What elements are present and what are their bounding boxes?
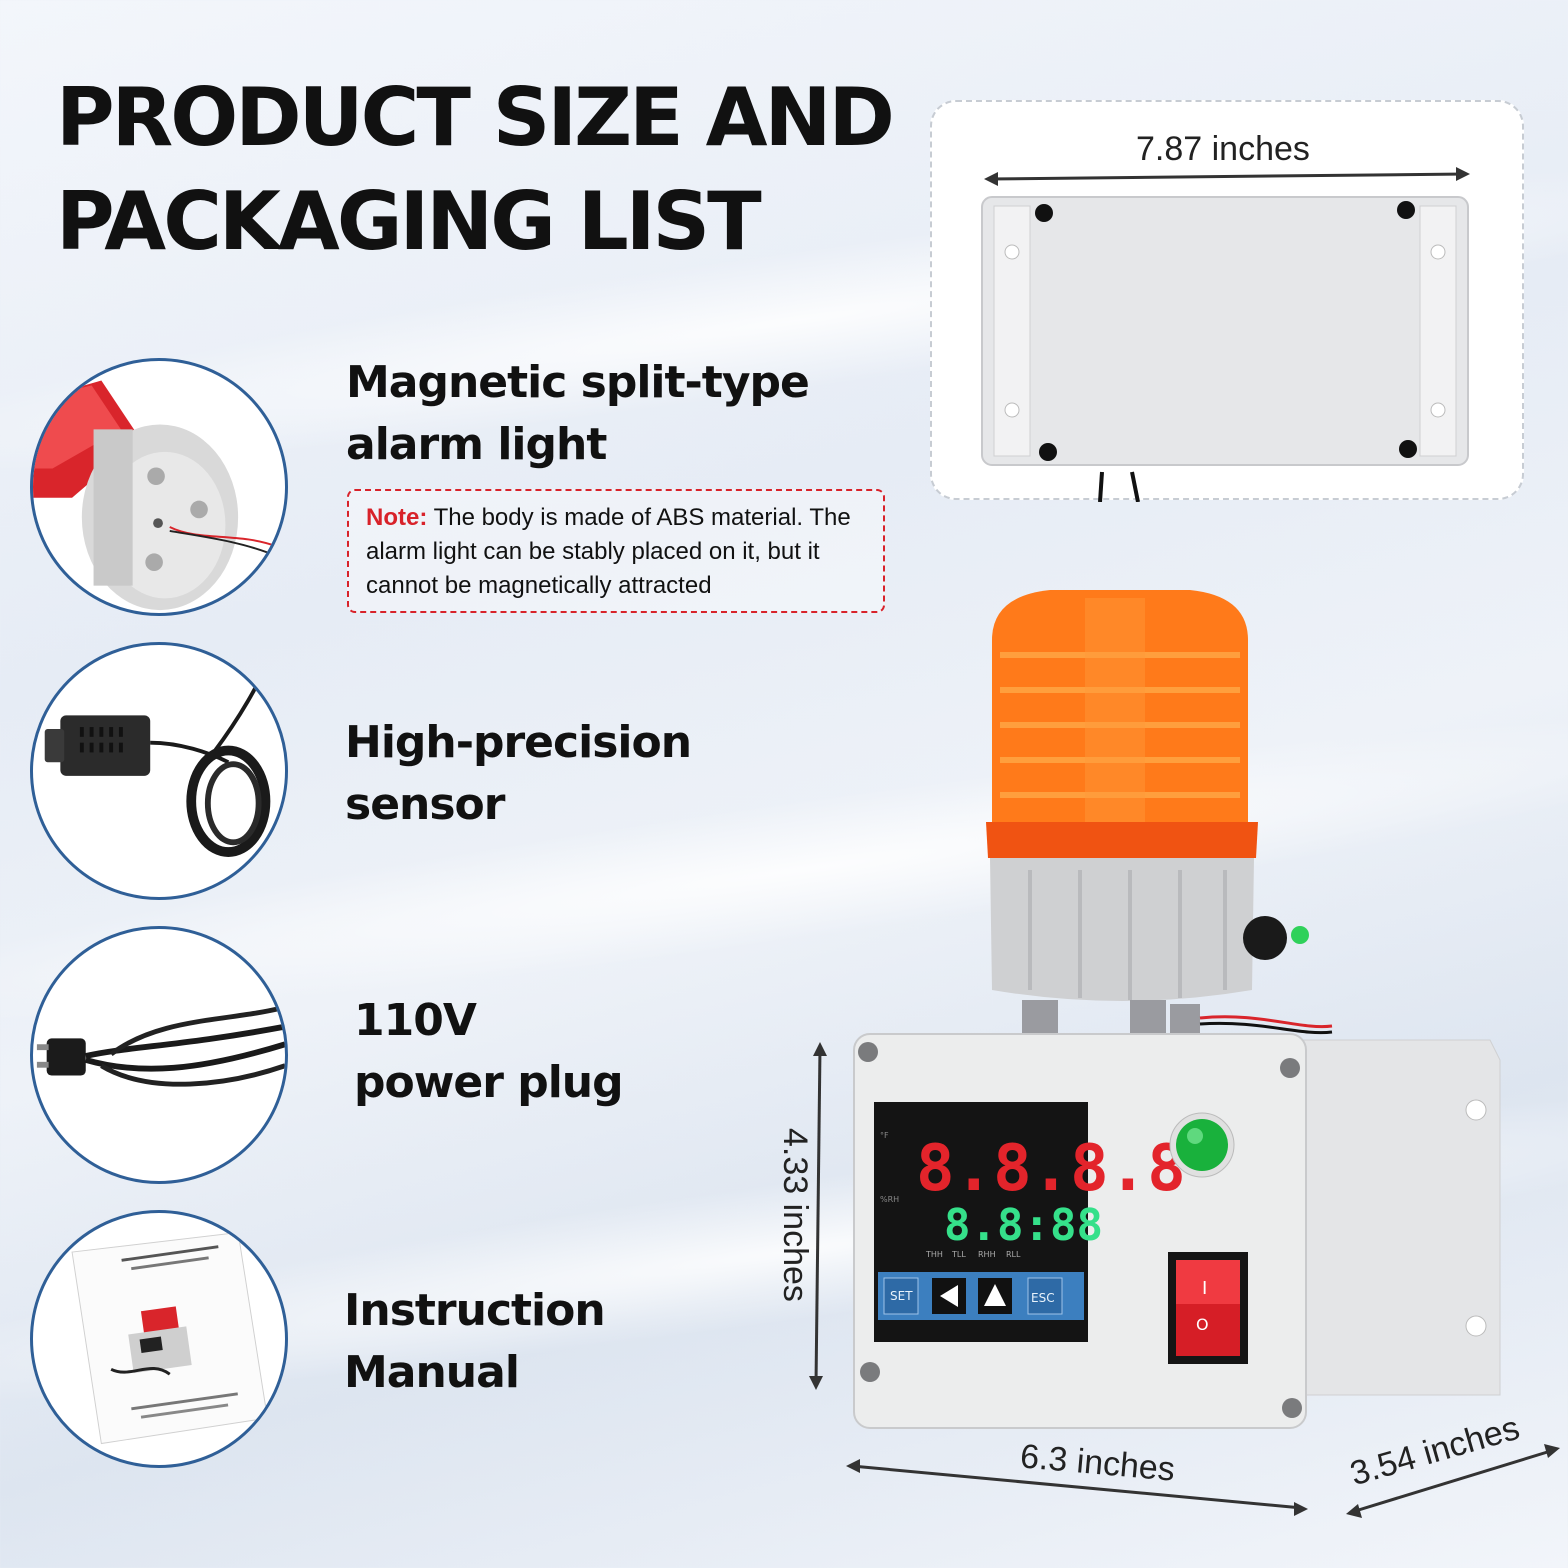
esc-button[interactable]: ESC [1027,1277,1063,1315]
beacon-base [990,858,1254,1001]
item-label-alarm-light: Magnetic split-type alarm light [346,357,810,470]
unit-fahrenheit: °F [880,1131,889,1140]
switch-off-label: O [1196,1315,1209,1334]
arrow-up-icon [984,1284,1006,1306]
volume-knob [1243,916,1287,960]
alarm-light-base-icon [30,358,288,616]
page-title: PRODUCT SIZE AND PACKAGING LIST [56,71,895,268]
item-label-instruction-manual: Instruction Manual [344,1285,606,1398]
note-label: Note: [366,504,428,531]
enclosure-top-view [981,167,1470,502]
indicator-rll: RLL [1006,1250,1021,1259]
indicator-tll: TLL [951,1250,966,1259]
manual-document-icon [30,1210,288,1468]
sensor-cable-icon [30,642,288,900]
indicator-thh: THH [925,1250,943,1259]
svg-text:ESC: ESC [1031,1291,1055,1305]
power-plug-icon [30,926,288,1184]
dimension-top-width: 7.87 inches [1136,130,1310,168]
indicator-rhh: RHH [978,1250,996,1259]
item-label-sensor: High-precision sensor [345,717,692,830]
unit-humidity: %RH [880,1195,899,1204]
power-indicator-light [1176,1119,1228,1171]
switch-on-label: I [1202,1278,1207,1299]
note-text: The body is made of ABS material. The al… [366,504,851,599]
up-arrow-button[interactable] [978,1278,1012,1314]
set-button[interactable]: SET [883,1277,919,1315]
temperature-display: 8.8.8.8 [916,1132,1186,1206]
beacon-dome [992,590,1248,830]
svg-text:SET: SET [890,1289,913,1303]
arrow-left-icon [940,1285,958,1307]
material-note: Note: The body is made of ABS material. … [347,489,885,613]
item-label-power-plug: 110V power plug [354,995,624,1108]
humidity-display: 8.8:88 [944,1200,1103,1251]
power-rocker-switch[interactable]: I O [1168,1252,1248,1364]
top-view-panel [930,100,1524,502]
dimension-height: 4.33 inches [776,1128,814,1302]
left-arrow-button[interactable] [932,1278,966,1314]
